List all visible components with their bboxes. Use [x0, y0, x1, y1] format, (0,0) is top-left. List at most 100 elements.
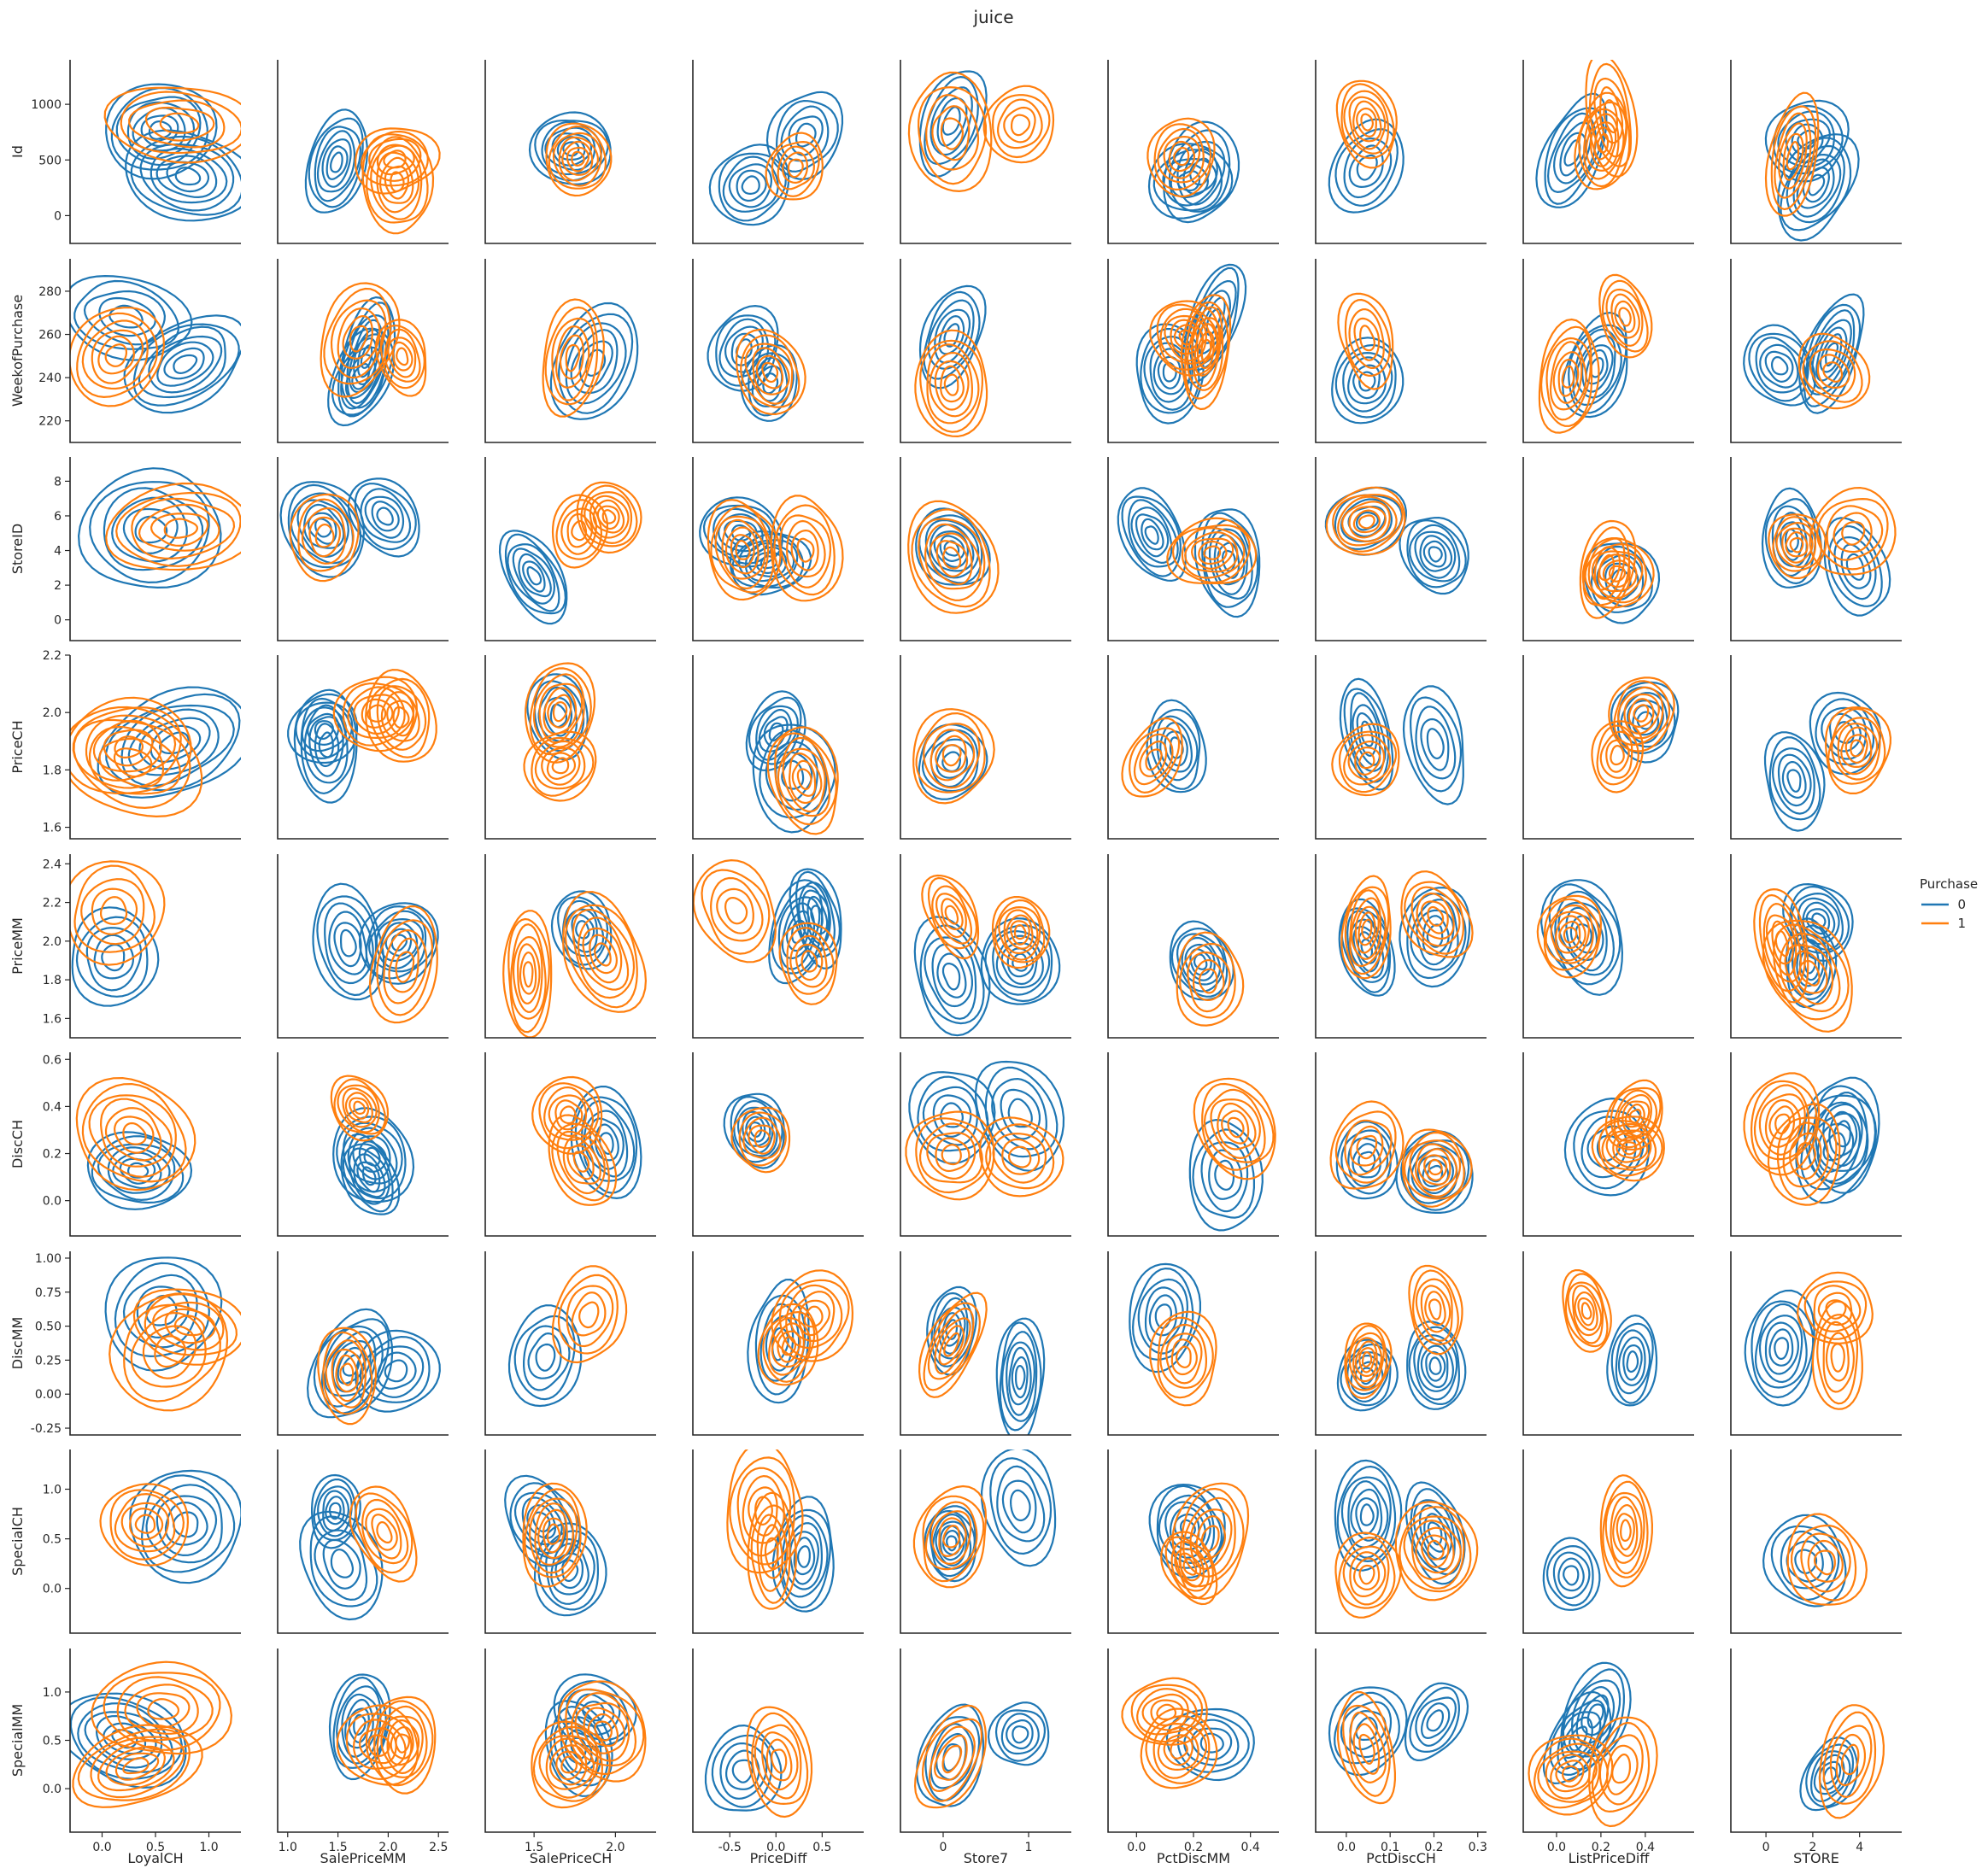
- kde-contour-purchase-1: [538, 1082, 600, 1150]
- kde-contour-purchase-0: [1164, 730, 1188, 767]
- axis-spine: [1522, 457, 1694, 641]
- axis-spine: [1522, 1052, 1694, 1237]
- kde-contour-purchase-0: [981, 1449, 1057, 1567]
- panel-PriceCH-Store7: [900, 655, 1071, 840]
- kde-contour-purchase-1: [100, 896, 128, 926]
- y-tick-label: 0.25: [35, 1354, 62, 1367]
- kde-contour-purchase-1: [528, 1497, 578, 1574]
- kde-contour-purchase-0: [1347, 356, 1387, 405]
- kde-contour-purchase-1: [1831, 717, 1881, 781]
- kde-contour-purchase-1: [1605, 739, 1630, 773]
- kde-contour-purchase-1: [99, 1098, 173, 1168]
- kde-contour-purchase-1: [122, 1757, 150, 1775]
- kde-contour-purchase-0: [1009, 1489, 1031, 1522]
- kde-contour-purchase-1: [785, 519, 826, 578]
- kde-contour-purchase-1: [131, 497, 236, 560]
- kde-contour-purchase-0: [929, 86, 973, 156]
- kde-contour-purchase-1: [335, 1354, 359, 1393]
- kde-contour-purchase-1: [941, 898, 964, 931]
- contour-group: [99, 1469, 241, 1584]
- kde-contour-purchase-1: [330, 1075, 390, 1142]
- kde-contour-purchase-1: [1146, 117, 1216, 197]
- kde-contour-purchase-0: [1758, 1315, 1803, 1384]
- kde-contour-purchase-0: [359, 1335, 431, 1403]
- kde-contour-purchase-1: [991, 896, 1051, 969]
- contour-group: [1331, 292, 1405, 425]
- kde-contour-purchase-1: [1802, 340, 1863, 403]
- axis-spine: [1107, 60, 1279, 244]
- kde-contour-purchase-1: [1598, 1120, 1663, 1177]
- kde-contour-purchase-1: [1420, 1285, 1451, 1333]
- kde-contour-purchase-1: [787, 158, 804, 179]
- kde-contour-purchase-1: [941, 1144, 962, 1166]
- kde-contour-purchase-1: [594, 942, 612, 967]
- x-tick-label: 1: [1025, 1841, 1033, 1854]
- kde-contour-purchase-0: [122, 507, 179, 555]
- kde-contour-purchase-1: [789, 1291, 836, 1343]
- y-axis-label: SpecialCH: [9, 1507, 26, 1576]
- kde-contour-purchase-0: [313, 1479, 357, 1542]
- kde-contour-purchase-1: [80, 878, 145, 946]
- kde-contour-purchase-1: [91, 887, 138, 935]
- axis-spine: [277, 60, 449, 244]
- kde-contour-purchase-0: [1562, 311, 1628, 419]
- kde-contour-purchase-1: [1781, 527, 1814, 564]
- kde-contour-purchase-0: [329, 151, 343, 173]
- kde-contour-purchase-0: [1585, 348, 1609, 385]
- kde-contour-purchase-0: [1763, 731, 1826, 832]
- panel-WeekofPurchase-SalePriceMM: [277, 259, 449, 443]
- kde-contour-purchase-1: [349, 1485, 418, 1583]
- kde-contour-purchase-0: [1420, 717, 1450, 771]
- kde-contour-purchase-1: [1129, 727, 1181, 794]
- axis-spine: [692, 60, 864, 244]
- kde-contour-purchase-1: [1591, 720, 1645, 794]
- panel-WeekofPurchase-PctDiscCH: [1315, 259, 1487, 443]
- contour-group: [77, 467, 241, 589]
- kde-contour-purchase-1: [1338, 1536, 1396, 1609]
- kde-contour-purchase-0: [1828, 712, 1862, 753]
- kde-contour-purchase-0: [358, 902, 439, 985]
- kde-contour-purchase-1: [1149, 300, 1221, 377]
- kde-contour-purchase-1: [538, 1735, 599, 1799]
- kde-contour-purchase-1: [1827, 707, 1886, 785]
- contour-group: [70, 686, 241, 818]
- kde-contour-purchase-1: [546, 1523, 561, 1545]
- kde-contour-purchase-0: [1845, 553, 1865, 581]
- kde-contour-purchase-0: [1764, 350, 1794, 384]
- kde-contour-purchase-0: [783, 1522, 823, 1590]
- kde-contour-purchase-1: [560, 1105, 577, 1125]
- kde-contour-purchase-0: [541, 120, 603, 176]
- kde-contour-purchase-1: [913, 1704, 988, 1809]
- kde-contour-purchase-0: [551, 132, 593, 167]
- kde-contour-purchase-1: [1181, 526, 1246, 579]
- kde-contour-purchase-0: [736, 169, 767, 202]
- kde-contour-purchase-1: [1168, 140, 1196, 173]
- kde-contour-purchase-0: [1162, 361, 1177, 383]
- kde-contour-purchase-0: [336, 1685, 382, 1765]
- kde-contour-purchase-1: [693, 858, 777, 963]
- contour-group: [531, 1673, 647, 1809]
- kde-contour-purchase-1: [1557, 358, 1580, 397]
- kde-contour-purchase-0: [1350, 1488, 1383, 1542]
- axis-spine: [1730, 457, 1902, 641]
- kde-contour-purchase-1: [781, 1335, 797, 1356]
- kde-contour-purchase-1: [323, 287, 391, 385]
- kde-contour-purchase-0: [1152, 348, 1186, 395]
- kde-contour-purchase-0: [324, 902, 374, 985]
- y-tick-label: 1.0: [43, 1483, 62, 1496]
- kde-contour-purchase-0: [1803, 1076, 1880, 1194]
- kde-contour-purchase-1: [740, 334, 800, 408]
- kde-contour-purchase-1: [1187, 951, 1231, 1013]
- kde-contour-purchase-0: [1777, 753, 1812, 807]
- kde-contour-purchase-1: [537, 1508, 568, 1560]
- kde-contour-purchase-0: [1785, 917, 1838, 1009]
- contour-group: [913, 874, 1061, 1037]
- kde-contour-purchase-1: [777, 145, 816, 190]
- panel-DiscCH-PctDiscCH: [1315, 1052, 1487, 1237]
- kde-contour-purchase-1: [1826, 505, 1884, 561]
- kde-contour-purchase-1: [939, 365, 965, 403]
- kde-contour-purchase-1: [333, 1078, 387, 1135]
- kde-contour-purchase-0: [1006, 1719, 1034, 1750]
